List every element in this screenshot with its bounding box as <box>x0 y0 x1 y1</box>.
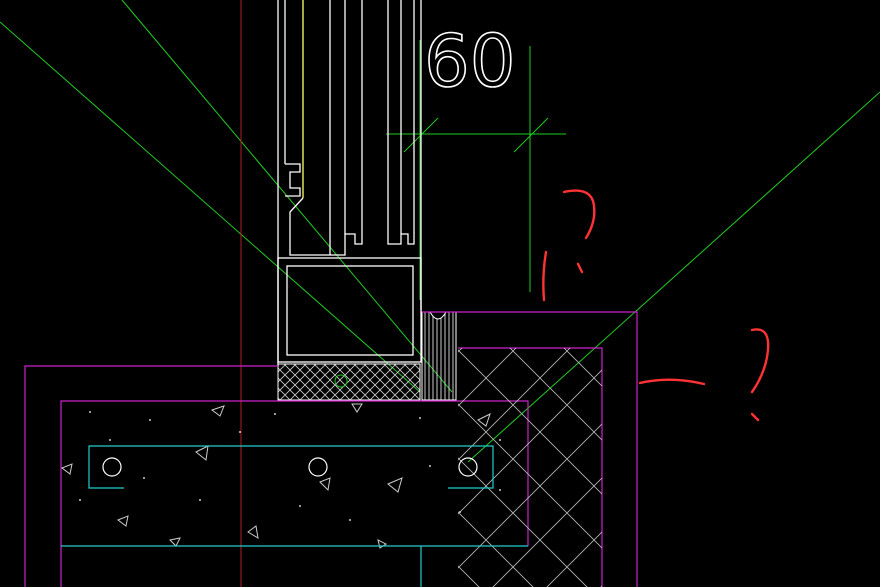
rebar-bar-2 <box>308 457 328 477</box>
outer-finish-outline <box>24 365 278 587</box>
concrete-slab-outline <box>60 400 529 587</box>
sealant-backer-rod <box>429 311 447 320</box>
concrete-dots <box>79 411 501 521</box>
profile-clip-notch <box>285 163 301 197</box>
profile-hollow-chamber-inner <box>286 265 414 356</box>
markup-dash <box>638 378 706 386</box>
question-mark-2 <box>750 328 770 394</box>
rebar-bars <box>102 457 478 477</box>
dimension-label: 60 <box>424 19 516 103</box>
guide-lines <box>0 0 880 463</box>
sealant-strip <box>421 311 457 401</box>
guide-line-diagonal-1 <box>0 21 421 393</box>
rebar-bar-1 <box>102 457 122 477</box>
dimension-tick-right <box>513 117 549 153</box>
window-profile <box>277 0 422 366</box>
red-markup <box>542 189 770 422</box>
concrete-fill <box>60 403 491 549</box>
question-mark-1 <box>562 189 596 240</box>
setting-block-marker <box>334 374 348 388</box>
rebar-outline <box>61 445 528 587</box>
right-cladding-outline-outer <box>422 311 638 587</box>
setting-block <box>277 363 421 401</box>
insulation-block <box>458 348 602 587</box>
rebar-bar-3 <box>458 457 478 477</box>
profile-hollow-chamber-outer <box>277 257 422 363</box>
